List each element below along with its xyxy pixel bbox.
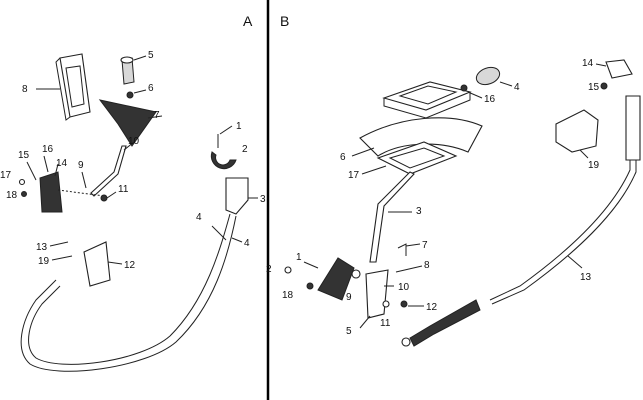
part-14-bracket xyxy=(39,171,63,213)
part-19-cable-bracket xyxy=(555,109,599,153)
part-3-shift-lever xyxy=(369,171,415,263)
part-7-bezel-plate xyxy=(98,99,157,147)
callout-b-13: 13 xyxy=(580,272,592,283)
part-15-clip xyxy=(600,82,608,90)
part-10-shift-lever xyxy=(90,145,127,197)
part-6-boot xyxy=(359,117,483,157)
part-13-bolt xyxy=(49,241,69,247)
callout-b-11: 11 xyxy=(380,318,391,329)
part-19-fitting xyxy=(51,255,73,261)
part-8-bolt xyxy=(395,265,423,273)
callout-b-5: 5 xyxy=(346,326,352,337)
callout-a-18: 18 xyxy=(6,190,18,201)
part-9-pivot xyxy=(81,171,87,189)
part-4-shift-knob xyxy=(475,66,501,86)
part-18-nut xyxy=(21,191,27,197)
callout-b-8: 8 xyxy=(424,260,430,271)
part-11-washer xyxy=(382,300,390,308)
part-16-bolt xyxy=(43,155,49,173)
panel-a: A xyxy=(0,13,266,372)
callout-b-4: 4 xyxy=(514,82,520,93)
callout-b-16: 16 xyxy=(484,94,496,105)
callout-b-6: 6 xyxy=(340,152,346,163)
part-5-lever-plate xyxy=(365,269,389,319)
callout-a-16: 16 xyxy=(42,144,54,155)
callout-b-9: 9 xyxy=(346,292,352,303)
callout-a-7: 7 xyxy=(154,110,160,121)
part-3-cable-bracket xyxy=(225,177,249,215)
part-4-shift-cable xyxy=(28,213,231,365)
part-13-shift-cable xyxy=(489,110,631,301)
callout-a-13: 13 xyxy=(36,242,48,253)
part-17-bezel xyxy=(376,141,458,175)
callout-b-12: 12 xyxy=(426,302,438,313)
panel-b-label: B xyxy=(280,13,289,29)
callout-a-8: 8 xyxy=(22,84,28,95)
callout-a-6: 6 xyxy=(148,83,154,94)
part-11-nut xyxy=(100,194,108,202)
callout-a-10: 10 xyxy=(128,136,140,147)
callout-a-9: 9 xyxy=(78,160,84,171)
callout-a-4b: 4 xyxy=(244,238,250,249)
part-9-pivot-b xyxy=(351,269,361,279)
part-16-nut-b xyxy=(460,84,468,92)
part-12-nut-b xyxy=(400,300,408,308)
callout-b-14: 14 xyxy=(582,58,594,69)
callout-b-15: 15 xyxy=(588,82,600,93)
callout-a-19: 19 xyxy=(38,256,50,267)
callout-a-5: 5 xyxy=(148,50,154,61)
callout-a-4a: 4 xyxy=(196,212,202,223)
part-15-bolt xyxy=(26,161,37,181)
callout-b-19: 19 xyxy=(588,160,600,171)
part-17-washer xyxy=(18,178,26,186)
part-5-shift-knob xyxy=(120,56,135,85)
callout-b-17: 17 xyxy=(348,170,360,181)
callout-a-1: 1 xyxy=(236,121,242,132)
part-7-bolt xyxy=(397,243,407,256)
part-14-cable-end xyxy=(605,59,633,79)
callout-b-3: 3 xyxy=(416,206,422,217)
callout-b-18: 18 xyxy=(282,290,294,301)
callout-b-1: 1 xyxy=(296,252,302,263)
callout-a-12: 12 xyxy=(124,260,136,271)
part-8-shift-boot xyxy=(55,53,91,121)
part-2-retainer xyxy=(210,151,237,170)
callout-a-11: 11 xyxy=(118,184,129,195)
callout-b-10: 10 xyxy=(398,282,410,293)
callout-a-3: 3 xyxy=(260,194,266,205)
callout-b-2: 2 xyxy=(266,264,272,275)
callout-a-17: 17 xyxy=(0,170,12,181)
callout-a-14: 14 xyxy=(56,158,68,169)
part-2-bolt xyxy=(284,266,292,274)
panel-b: B xyxy=(266,13,641,347)
part-18-nut-b xyxy=(306,282,314,290)
part-1-base-bracket xyxy=(317,257,355,301)
part-12-mount-bracket xyxy=(83,241,111,287)
part-16-shifter-housing xyxy=(382,81,472,119)
callout-b-7: 7 xyxy=(422,240,428,251)
part-6-nut xyxy=(126,91,134,99)
panel-a-label: A xyxy=(243,13,253,29)
callout-a-15: 15 xyxy=(18,150,30,161)
callout-a-2: 2 xyxy=(242,144,248,155)
